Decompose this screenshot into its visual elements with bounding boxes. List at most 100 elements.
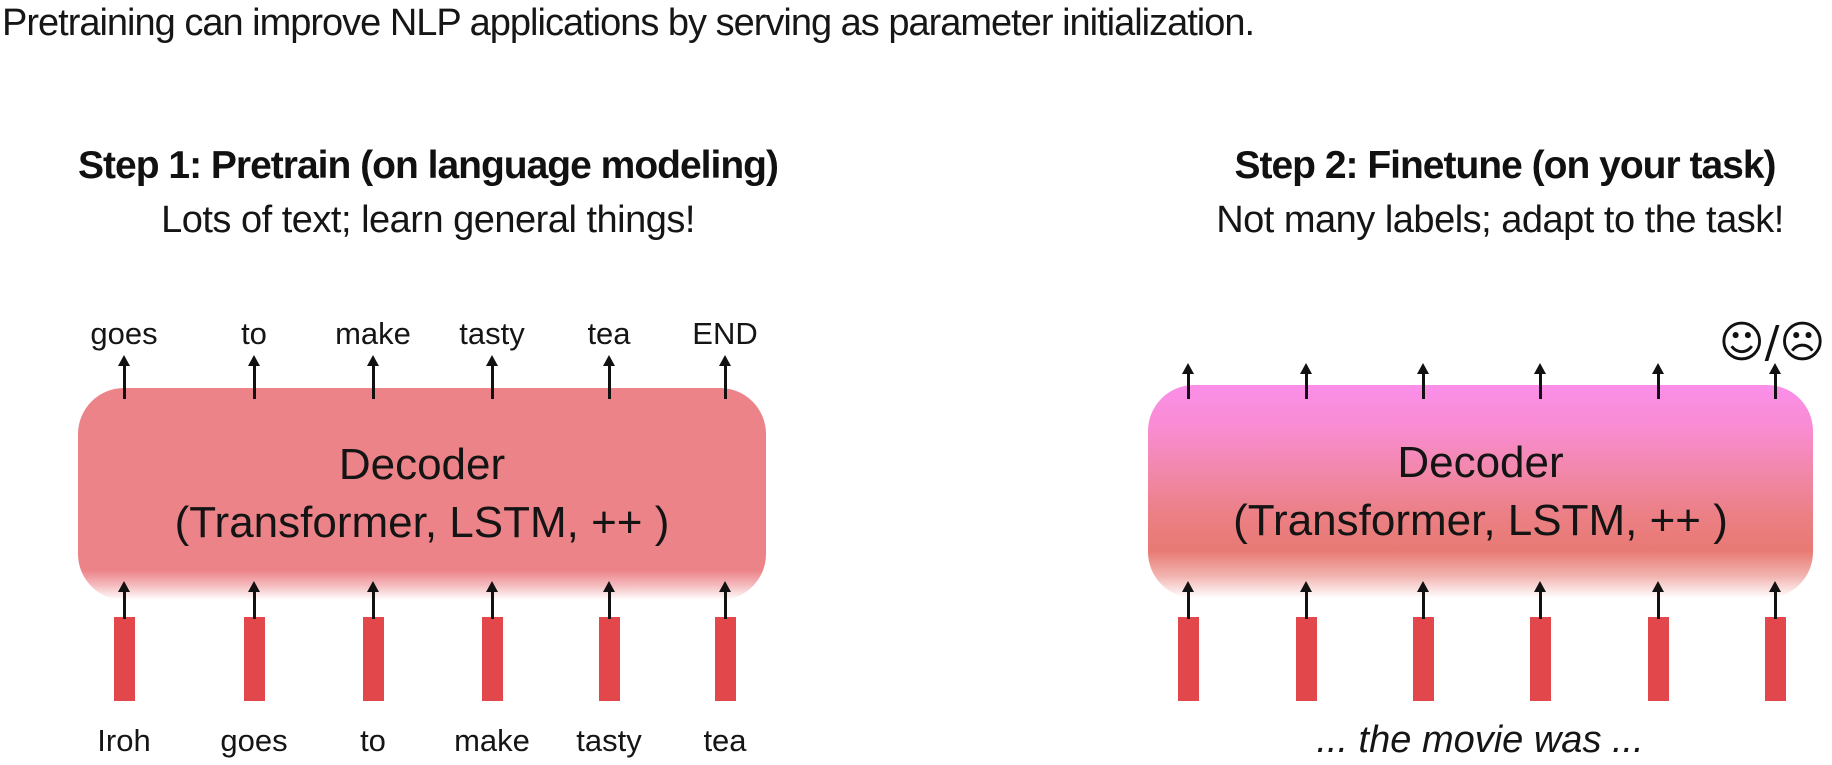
arrowhead: [719, 581, 731, 592]
up-arrow-icon: [1181, 581, 1195, 619]
up-arrow-icon: [1768, 581, 1782, 619]
arrowhead: [1182, 581, 1194, 592]
arrowhead: [1534, 581, 1546, 592]
output-word: goes: [90, 316, 158, 351]
embedding-bar: [599, 617, 620, 701]
input-sentence: ... the movie was ...: [1316, 719, 1644, 761]
arrow-stem: [371, 365, 375, 399]
arrow-stem: [607, 591, 611, 619]
arrowhead: [603, 355, 615, 366]
finetune-decoder-box: Decoder (Transformer, LSTM, ++ ): [1148, 385, 1813, 598]
arrowhead: [603, 581, 615, 592]
arrowhead: [1417, 581, 1429, 592]
arrowhead: [486, 355, 498, 366]
arrow-stem: [1538, 373, 1542, 399]
input-word: make: [454, 723, 530, 758]
up-arrow-icon: [1416, 363, 1430, 399]
up-arrow-icon: [718, 581, 732, 619]
embedding-bar: [1765, 617, 1786, 701]
embedding-bar: [1296, 617, 1317, 701]
input-word: Iroh: [97, 723, 151, 758]
arrow-stem: [490, 591, 494, 619]
arrowhead: [1652, 363, 1664, 374]
arrow-stem: [371, 591, 375, 619]
pretrain-heading: Step 1: Pretrain (on language modeling): [78, 144, 779, 187]
up-arrow-icon: [117, 355, 131, 399]
up-arrow-icon: [485, 355, 499, 399]
arrowhead: [367, 581, 379, 592]
arrowhead: [248, 355, 260, 366]
up-arrow-icon: [718, 355, 732, 399]
arrow-stem: [723, 591, 727, 619]
arrowhead: [719, 355, 731, 366]
arrow-stem: [723, 365, 727, 399]
input-word: tea: [703, 723, 747, 758]
arrowhead: [1769, 363, 1781, 374]
embedding-bar: [482, 617, 503, 701]
arrow-stem: [1773, 591, 1777, 619]
embedding-bar: [715, 617, 736, 701]
embedding-bar: [1530, 617, 1551, 701]
arrow-stem: [122, 365, 126, 399]
up-arrow-icon: [1299, 363, 1313, 399]
decoder-subtitle: (Transformer, LSTM, ++ ): [1233, 495, 1728, 545]
up-arrow-icon: [366, 355, 380, 399]
output-word: tea: [587, 316, 631, 351]
up-arrow-icon: [247, 581, 261, 619]
up-arrow-icon: [485, 581, 499, 619]
up-arrow-icon: [117, 581, 131, 619]
arrowhead: [118, 581, 130, 592]
arrowhead: [118, 355, 130, 366]
decoder-title: Decoder: [338, 440, 506, 489]
up-arrow-icon: [1768, 363, 1782, 399]
embedding-bar: [114, 617, 135, 701]
input-word: tasty: [576, 723, 642, 758]
output-word: to: [241, 316, 267, 351]
output-word: END: [692, 316, 758, 351]
embedding-bar: [244, 617, 265, 701]
slide-title: Pretraining can improve NLP applications…: [2, 2, 1255, 44]
embedding-bar: [1413, 617, 1434, 701]
arrow-stem: [1773, 373, 1777, 399]
output-word: make: [335, 316, 411, 351]
up-arrow-icon: [366, 581, 380, 619]
finetune-heading: Step 2: Finetune (on your task): [1234, 144, 1776, 187]
arrow-stem: [1304, 373, 1308, 399]
arrowhead: [1182, 363, 1194, 374]
embedding-bar: [363, 617, 384, 701]
finetune-subtitle: Not many labels; adapt to the task!: [1216, 199, 1784, 241]
up-arrow-icon: [1299, 581, 1313, 619]
up-arrow-icon: [602, 581, 616, 619]
up-arrow-icon: [1181, 363, 1195, 399]
arrowhead: [1534, 363, 1546, 374]
arrow-stem: [1186, 591, 1190, 619]
arrow-stem: [1421, 591, 1425, 619]
input-word: goes: [220, 723, 288, 758]
output-word: tasty: [459, 316, 525, 351]
arrow-stem: [252, 591, 256, 619]
arrow-stem: [490, 365, 494, 399]
arrow-stem: [1656, 591, 1660, 619]
arrow-stem: [1186, 373, 1190, 399]
arrow-stem: [1656, 373, 1660, 399]
up-arrow-icon: [1416, 581, 1430, 619]
sentiment-faces-label: ☺/☹: [1718, 317, 1826, 368]
arrowhead: [1769, 581, 1781, 592]
arrowhead: [1652, 581, 1664, 592]
decoder-subtitle: (Transformer, LSTM, ++ ): [174, 498, 670, 547]
arrow-stem: [1304, 591, 1308, 619]
arrowhead: [1300, 363, 1312, 374]
up-arrow-icon: [1651, 363, 1665, 399]
pretrain-decoder-box: Decoder (Transformer, LSTM, ++ ): [78, 388, 766, 600]
arrowhead: [367, 355, 379, 366]
arrowhead: [248, 581, 260, 592]
decoder-title: Decoder: [1397, 437, 1564, 487]
arrow-stem: [252, 365, 256, 399]
up-arrow-icon: [1651, 581, 1665, 619]
pretrain-subtitle: Lots of text; learn general things!: [161, 199, 695, 241]
input-word: to: [360, 723, 386, 758]
arrow-stem: [122, 591, 126, 619]
arrow-stem: [607, 365, 611, 399]
arrowhead: [1417, 363, 1429, 374]
